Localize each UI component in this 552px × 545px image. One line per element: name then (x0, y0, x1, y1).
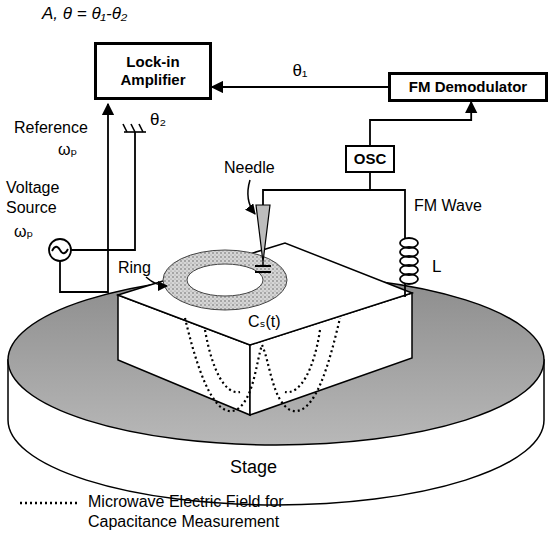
part-label: Voltage Source (6, 178, 88, 218)
legend-text: Microwave Electric Field for Capacitance… (88, 492, 338, 532)
pointer-arrows (146, 180, 255, 286)
ring-electrode (163, 250, 287, 310)
frequency-label: ωₚ (58, 140, 77, 160)
part-label: Stage (230, 457, 277, 477)
frequency-label: ωₚ (14, 222, 33, 242)
signal-label: FM Wave (414, 196, 482, 216)
signal-connector (370, 102, 471, 145)
signal-connector (212, 86, 388, 88)
box-text: FM Demodulator (409, 78, 527, 96)
capacitance-label: Cₛ(t) (246, 312, 283, 332)
part-label: Needle (224, 158, 275, 178)
part-label: Ring (118, 258, 151, 278)
fm-demodulator-box: FM Demodulator (388, 72, 548, 102)
circuit-wires (263, 172, 405, 297)
sample-block (118, 243, 412, 415)
needle-probe (255, 205, 271, 272)
lock-in-amplifier-box: Lock-in Amplifier (94, 42, 212, 100)
signal-label: Reference (14, 118, 88, 138)
part-label: L (432, 257, 441, 277)
phase-label: θ₂ (150, 110, 166, 130)
oscillator-box: OSC (345, 145, 395, 173)
box-text: OSC (354, 150, 387, 168)
phase-label: θ₁ (292, 61, 307, 81)
formula-label: A, θ = θ₁-θ₂ (42, 4, 127, 24)
inductor-coil (400, 238, 418, 290)
ground-symbol (123, 124, 146, 132)
box-text: Lock-in Amplifier (97, 53, 209, 89)
legend-line-sample (20, 502, 78, 504)
